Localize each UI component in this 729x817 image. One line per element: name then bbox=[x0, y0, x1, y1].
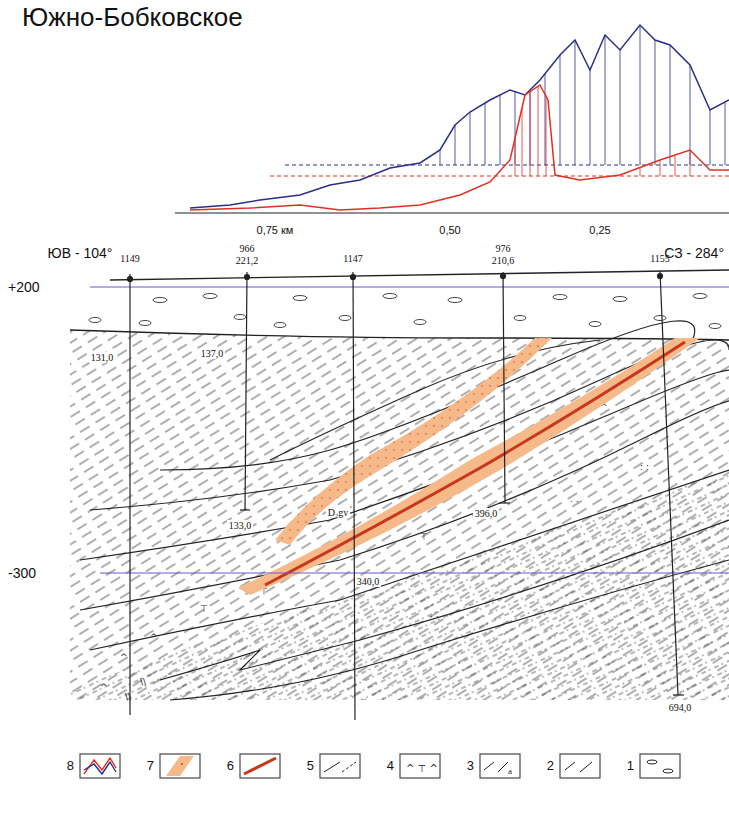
well-depth: 694,0 bbox=[667, 702, 694, 713]
well-number: 1147 bbox=[343, 253, 363, 264]
well-number: 976 bbox=[496, 243, 511, 254]
legend-number: 3 bbox=[467, 759, 474, 773]
axis-tick-label: 0,50 bbox=[439, 224, 460, 236]
elevation-mark: +200 bbox=[8, 280, 40, 295]
legend-number: 4 bbox=[387, 759, 394, 773]
legend-number: 8 bbox=[67, 759, 74, 773]
svg-text:· ·: · · bbox=[430, 612, 439, 622]
well-depth: 396,0 bbox=[473, 508, 500, 519]
cross-section: ^^^ ⊤⊤⊤ ^⊤^ · ·· ·: : \\\\ bbox=[60, 270, 729, 760]
well-number: 1149 bbox=[120, 253, 140, 264]
svg-text:⊤: ⊤ bbox=[200, 604, 208, 614]
well-depth: 340,0 bbox=[355, 576, 382, 587]
svg-text:\\: \\ bbox=[125, 692, 132, 702]
geophysical-profile bbox=[175, 25, 729, 213]
well-elevation: 210,6 bbox=[492, 255, 515, 266]
svg-text:^ ⊤ ^: ^ ⊤ ^ bbox=[406, 763, 438, 774]
well-depth: 131,0 bbox=[89, 352, 116, 363]
deposit-title: Южно-Бобковское bbox=[22, 2, 243, 33]
direction-label: СЗ - 284° bbox=[664, 246, 724, 261]
direction-label: ЮВ - 104° bbox=[48, 246, 113, 261]
axis-tick-label: 0,25 bbox=[589, 224, 610, 236]
legend-samples: a ^ ⊤ ^ bbox=[80, 754, 680, 778]
svg-text:\\: \\ bbox=[140, 677, 147, 687]
well-number: 966 bbox=[240, 243, 255, 254]
legend-number: 2 bbox=[547, 759, 554, 773]
svg-text:^: ^ bbox=[120, 652, 128, 662]
legend-number: 1 bbox=[627, 759, 634, 773]
svg-text:^: ^ bbox=[100, 682, 108, 692]
legend-number: 7 bbox=[147, 759, 154, 773]
well-elevation: 221,2 bbox=[236, 255, 259, 266]
svg-text:a: a bbox=[508, 766, 512, 776]
elevation-mark: -300 bbox=[8, 566, 36, 581]
stratigraphic-index: D₂gv bbox=[326, 507, 351, 518]
svg-text:^: ^ bbox=[150, 632, 158, 642]
svg-text:· ·: · · bbox=[570, 497, 579, 507]
well-depth: 137,0 bbox=[199, 348, 226, 359]
legend-number: 6 bbox=[227, 759, 234, 773]
axis-tick-label: 0,75 км bbox=[257, 224, 294, 236]
svg-text:⊤: ⊤ bbox=[420, 532, 428, 542]
well-depth: 133,0 bbox=[227, 520, 254, 531]
svg-text:: :: : : bbox=[640, 462, 649, 472]
legend-number: 5 bbox=[307, 759, 314, 773]
